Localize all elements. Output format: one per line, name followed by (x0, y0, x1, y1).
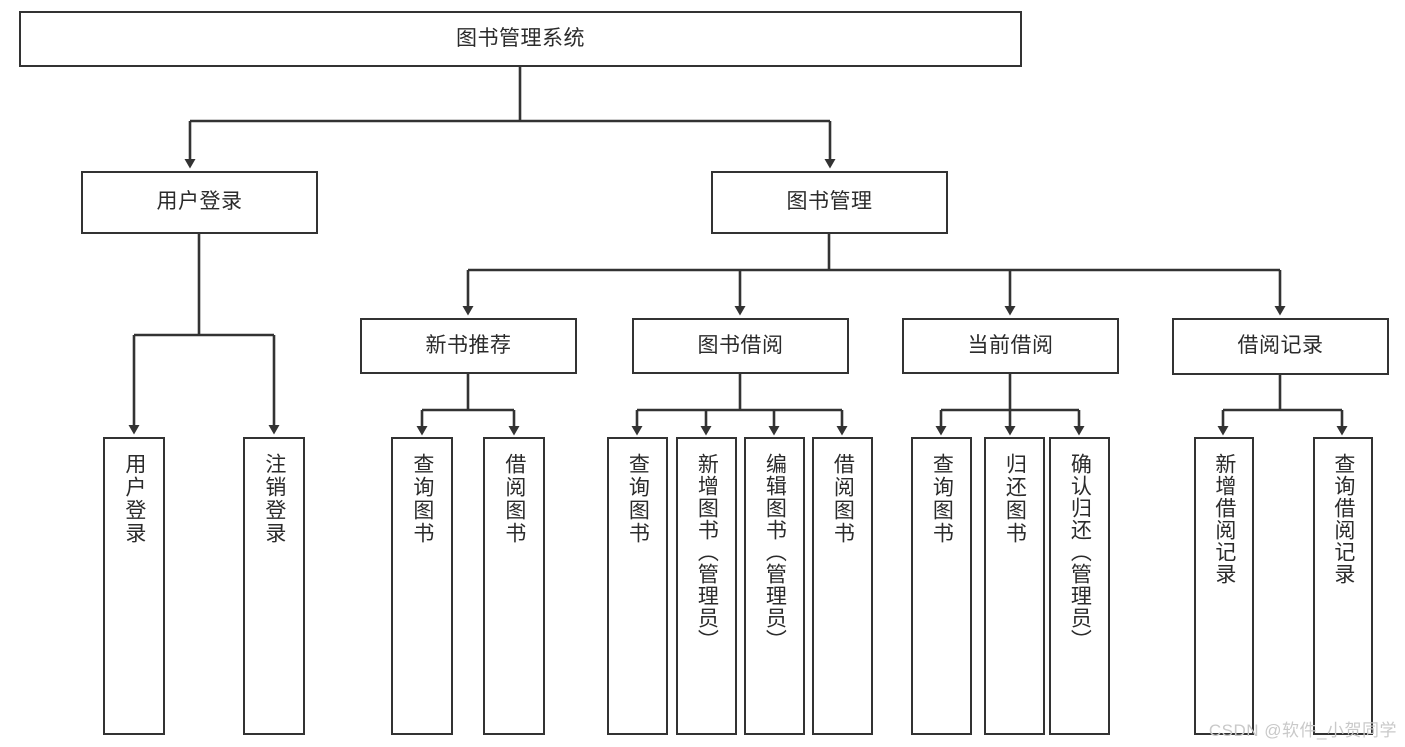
node-user-login[interactable]: 用户登录 (81, 171, 318, 234)
node-leaf-borrow-book-2[interactable]: 借阅图书 (812, 437, 873, 735)
node-book-management-label: 图书管理 (786, 190, 873, 214)
node-borrow-record-label: 借阅记录 (1237, 334, 1324, 358)
node-leaf-edit-book[interactable]: 编辑图书（管理员） (744, 437, 805, 735)
node-borrow-record[interactable]: 借阅记录 (1172, 318, 1389, 375)
node-leaf-confirm-return[interactable]: 确认归还（管理员） (1049, 437, 1110, 735)
node-leaf-user-login-label: 用户登录 (122, 453, 146, 545)
node-leaf-logout-login-label: 注销登录 (262, 453, 286, 545)
node-leaf-query-record-label: 查询借阅记录 (1331, 453, 1355, 585)
node-current-borrow[interactable]: 当前借阅 (902, 318, 1119, 374)
node-new-book-recommend-label: 新书推荐 (425, 333, 512, 357)
node-leaf-add-record[interactable]: 新增借阅记录 (1194, 437, 1254, 735)
node-leaf-add-book[interactable]: 新增图书（管理员） (676, 437, 737, 735)
node-leaf-query-book-2-label: 查询图书 (626, 453, 650, 545)
node-leaf-query-book-1-label: 查询图书 (410, 453, 434, 545)
node-new-book-recommend[interactable]: 新书推荐 (360, 318, 577, 374)
node-leaf-borrow-book-2-label: 借阅图书 (831, 453, 855, 545)
node-leaf-confirm-return-label: 确认归还（管理员） (1068, 453, 1092, 651)
watermark-text: CSDN @软件_小贺同学 (1208, 721, 1397, 740)
node-leaf-logout-login[interactable]: 注销登录 (243, 437, 305, 735)
node-leaf-return-book[interactable]: 归还图书 (984, 437, 1045, 735)
node-book-management[interactable]: 图书管理 (711, 171, 948, 234)
node-leaf-query-book-1[interactable]: 查询图书 (391, 437, 453, 735)
node-leaf-borrow-book-1-label: 借阅图书 (502, 453, 526, 545)
node-leaf-add-book-label: 新增图书（管理员） (695, 453, 719, 651)
node-current-borrow-label: 当前借阅 (967, 333, 1054, 357)
node-root[interactable]: 图书管理系统 (19, 11, 1022, 67)
node-leaf-query-record[interactable]: 查询借阅记录 (1313, 437, 1373, 735)
node-leaf-query-book-3[interactable]: 查询图书 (911, 437, 972, 735)
node-leaf-query-book-3-label: 查询图书 (930, 453, 954, 545)
node-leaf-return-book-label: 归还图书 (1003, 453, 1027, 545)
node-leaf-add-record-label: 新增借阅记录 (1212, 453, 1236, 585)
node-user-login-label: 用户登录 (156, 190, 243, 214)
node-leaf-edit-book-label: 编辑图书（管理员） (763, 453, 787, 651)
node-root-label: 图书管理系统 (456, 26, 585, 50)
node-leaf-user-login[interactable]: 用户登录 (103, 437, 165, 735)
node-leaf-query-book-2[interactable]: 查询图书 (607, 437, 668, 735)
node-book-borrow[interactable]: 图书借阅 (632, 318, 849, 374)
node-leaf-borrow-book-1[interactable]: 借阅图书 (483, 437, 545, 735)
node-book-borrow-label: 图书借阅 (697, 333, 784, 357)
